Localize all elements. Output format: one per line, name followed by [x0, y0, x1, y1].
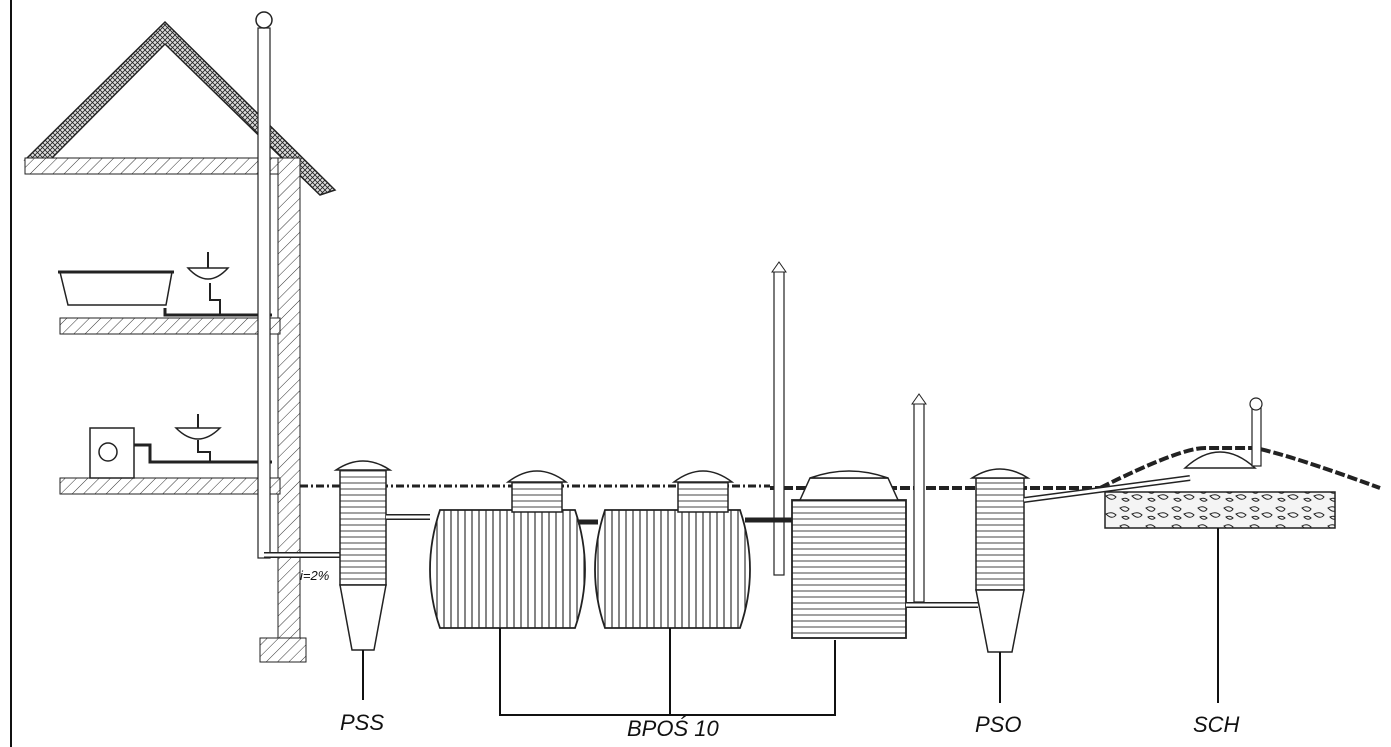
pso-label: PSO: [975, 712, 1022, 737]
house: [23, 11, 340, 663]
washing-machine: [89, 427, 135, 479]
bpos-bracket: [499, 628, 836, 716]
sch-label: SCH: [1193, 712, 1240, 737]
pso-tank: [969, 468, 1031, 703]
ground-floor: [59, 477, 281, 495]
sch-absorber: [1104, 397, 1336, 703]
sink-upper: [186, 267, 230, 280]
bpos-tank-2: [594, 470, 751, 629]
upper-floor: [59, 317, 281, 335]
vent-cap: [255, 11, 273, 29]
pss-label: PSS: [340, 710, 385, 735]
house-wall: [277, 157, 301, 641]
bathtub: [59, 271, 173, 306]
bpos-tank-1: [429, 470, 586, 629]
house-foundation: [259, 637, 307, 663]
attic-slab: [24, 157, 281, 175]
sink-lower: [174, 427, 222, 440]
slope-label: i=2%: [300, 568, 330, 583]
bpos-tank-3: [791, 470, 907, 639]
bpos-label: BPOŚ 10: [627, 716, 719, 741]
vent-stack: [257, 27, 271, 559]
vent-pipe-1: [773, 269, 785, 576]
pss-tank: [333, 460, 393, 700]
vent-pipe-2: [913, 401, 925, 603]
